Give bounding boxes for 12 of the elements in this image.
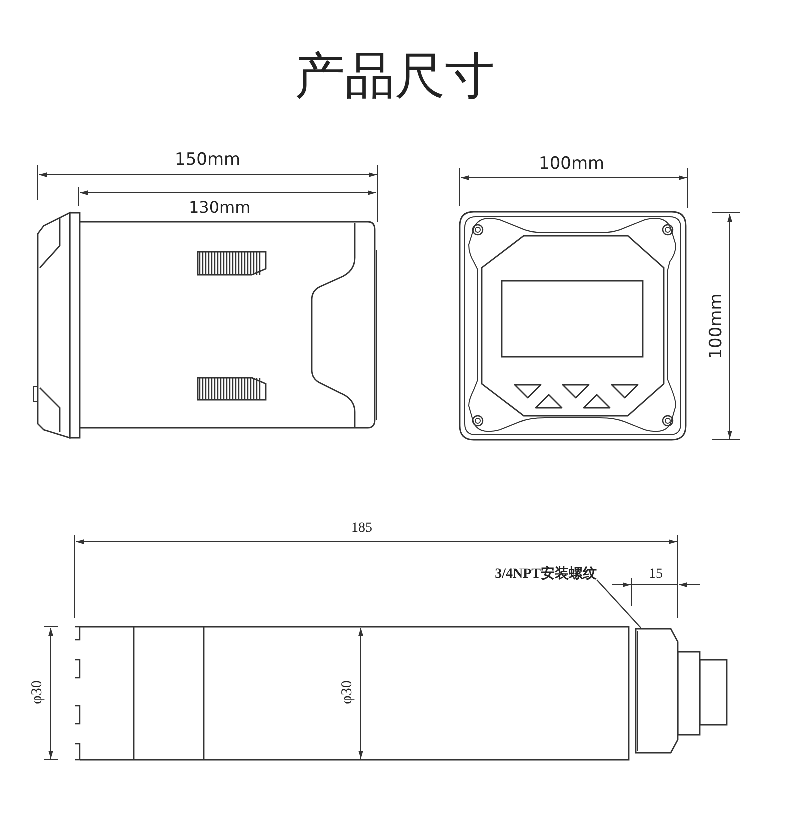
thread-fitting: [633, 628, 679, 754]
dimension-label: 150mm: [175, 152, 241, 168]
dimension-label: 130mm: [189, 200, 251, 216]
dimension-label: 185: [352, 522, 372, 536]
dimension-label: φ30: [30, 680, 46, 704]
callout-label: 3/4NPT安装螺纹: [495, 568, 597, 582]
dimension-label: φ30: [340, 680, 356, 704]
dimension-label: 15: [649, 568, 663, 582]
dimension-label: 100mm: [708, 293, 726, 359]
leader-line: [596, 580, 642, 628]
dimension-label: 100mm: [539, 156, 605, 172]
title: 产品尺寸: [295, 51, 495, 101]
